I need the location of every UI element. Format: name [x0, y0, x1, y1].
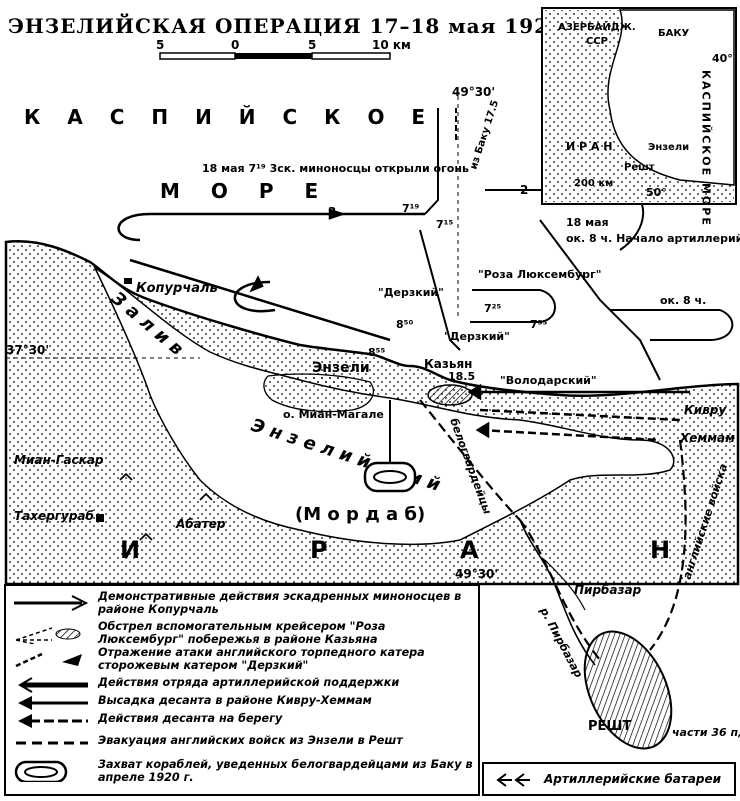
- inset-label: И Р А Н: [566, 140, 612, 153]
- inset-label: Решт: [624, 162, 655, 173]
- roza-route: [455, 108, 556, 323]
- annotation: 18 мая: [566, 216, 609, 229]
- scale-tick: 5: [308, 38, 316, 52]
- river-branch: [544, 559, 586, 611]
- inset-label: ССР: [586, 36, 608, 47]
- scale-tick: 10 км: [372, 38, 411, 52]
- landing-arrows: [467, 383, 690, 442]
- iran-letter: Н: [650, 536, 670, 564]
- place-label: Хеммам: [679, 431, 735, 445]
- legend-symbol-shore: [18, 714, 88, 728]
- time-label: 7¹⁹: [402, 202, 419, 215]
- time-label: 8⁵⁵: [368, 346, 385, 359]
- legend: Демонстративные действия эскадренных мин…: [4, 584, 480, 796]
- legend-item: Эвакуация английских войск из Энзели в Р…: [98, 734, 403, 747]
- legend-symbol-shelling: [15, 627, 81, 644]
- place-label: Копурчаль: [136, 281, 218, 296]
- lon-label-top: 49°30': [452, 85, 495, 99]
- legend-item: Захват кораблей, уведенных белогвардейца…: [98, 758, 473, 784]
- sea-label: М О Р Е: [160, 179, 330, 203]
- battery-legend: Артиллерийские батареи: [482, 762, 736, 796]
- iran-letter: А: [460, 536, 479, 564]
- place-label: Казьян: [424, 357, 472, 371]
- legend-symbol-repel: [15, 652, 82, 668]
- ship-label: "Дерзкий": [378, 286, 444, 299]
- battery-marks: [119, 472, 213, 541]
- inset-label: КАСПИЙСКОЕ МОРЕ: [700, 70, 713, 227]
- captured-ships-symbol: [363, 400, 417, 493]
- inset-label: 50°: [646, 186, 667, 199]
- scale-tick: 0: [231, 38, 239, 52]
- ship-label: "Роза Люксембург": [478, 268, 601, 281]
- legend-item: Обстрел вспомогательным крейсером "Роза …: [98, 620, 386, 646]
- ship-label: "Дерзкий": [444, 330, 510, 343]
- place-label: Энзели: [312, 360, 370, 376]
- place-label: Пирбазар: [574, 583, 642, 597]
- inset-label: Энзели: [648, 142, 689, 153]
- legend-item: Действия отряда артиллерийской поддержки: [98, 676, 400, 689]
- battery-symbol-icon: [496, 773, 530, 787]
- place-label: р. Пирбазар: [537, 604, 585, 679]
- place-label: Кивру: [684, 403, 727, 417]
- time-label: 18.5: [448, 370, 475, 383]
- inset-label: АЗЕРБАЙДЖ.: [558, 20, 636, 33]
- annotation: 18 мая 7¹⁹ 3ск. миноносцы открыли огонь: [202, 162, 469, 175]
- legend-item: Демонстративные действия эскадренных мин…: [98, 590, 462, 616]
- iran-letter: Р: [310, 536, 328, 564]
- legend-symbol-demo: [14, 595, 89, 611]
- mian-magale-island: [263, 373, 375, 413]
- place-label: РЕШТ: [588, 719, 631, 734]
- legend-item: Действия десанта на берегу: [98, 712, 283, 725]
- resht-area: [583, 630, 673, 750]
- iran-letter: И: [120, 536, 140, 564]
- lat-label-left: 37°30': [6, 343, 49, 357]
- lon-label-bottom: 49°30': [455, 567, 498, 581]
- place-label: Миан-Гаскар: [14, 453, 104, 467]
- destroyer-demo-route: [117, 208, 425, 342]
- sea-label: К А С П И Й С К О Е: [24, 105, 435, 129]
- gulf-label: (М о р д а б): [295, 504, 425, 525]
- legend-symbol-capture: [14, 760, 68, 782]
- ship-label: "Володарский": [500, 374, 597, 387]
- annotation: ок. 8 ч. Начало артиллерийской подготовк…: [566, 232, 740, 245]
- annotation: из Баку 17.5: [468, 99, 501, 171]
- map-title: ЭНЗЕЛИЙСКАЯ ОПЕРАЦИЯ 17–18 мая 1920 г.: [8, 14, 594, 38]
- pirbazar-river: [519, 519, 596, 666]
- legend-symbol-support: [18, 677, 88, 693]
- time-label: 7¹⁵: [436, 218, 453, 231]
- place-label: Абатер: [175, 517, 226, 531]
- inset-label: 200 км: [574, 178, 613, 189]
- battery-legend-label: Артиллерийские батареи: [544, 772, 722, 786]
- inset-label: 40°: [712, 52, 733, 65]
- time-label: 7²⁵: [484, 302, 501, 315]
- inset-map: АЗЕРБАЙДЖ. ССР БАКУ 40° И Р А Н Энзели Р…: [541, 7, 737, 227]
- scale-bar: 5 0 5 10 км: [156, 38, 411, 60]
- evacuation-route: [419, 399, 687, 661]
- kazyan-shelling-area: [427, 384, 473, 406]
- annotation: ок. 8 ч.: [660, 294, 706, 307]
- place-label: Тахергураб: [14, 509, 94, 523]
- legend-item: Высадка десанта в районе Кивру-Хеммам: [98, 694, 372, 707]
- scale-tick: 5: [156, 38, 164, 52]
- legend-symbol-evacuation: [16, 741, 88, 745]
- legend-symbol-landing: [18, 696, 88, 710]
- place-label: о. Миан-Магале: [283, 408, 384, 421]
- inset-label: БАКУ: [658, 28, 690, 39]
- annotation: части 36 пд (англ.): [672, 726, 740, 739]
- legend-item: Отражение атаки английского торпедного к…: [98, 646, 425, 672]
- time-label: 8⁵⁰: [396, 318, 413, 331]
